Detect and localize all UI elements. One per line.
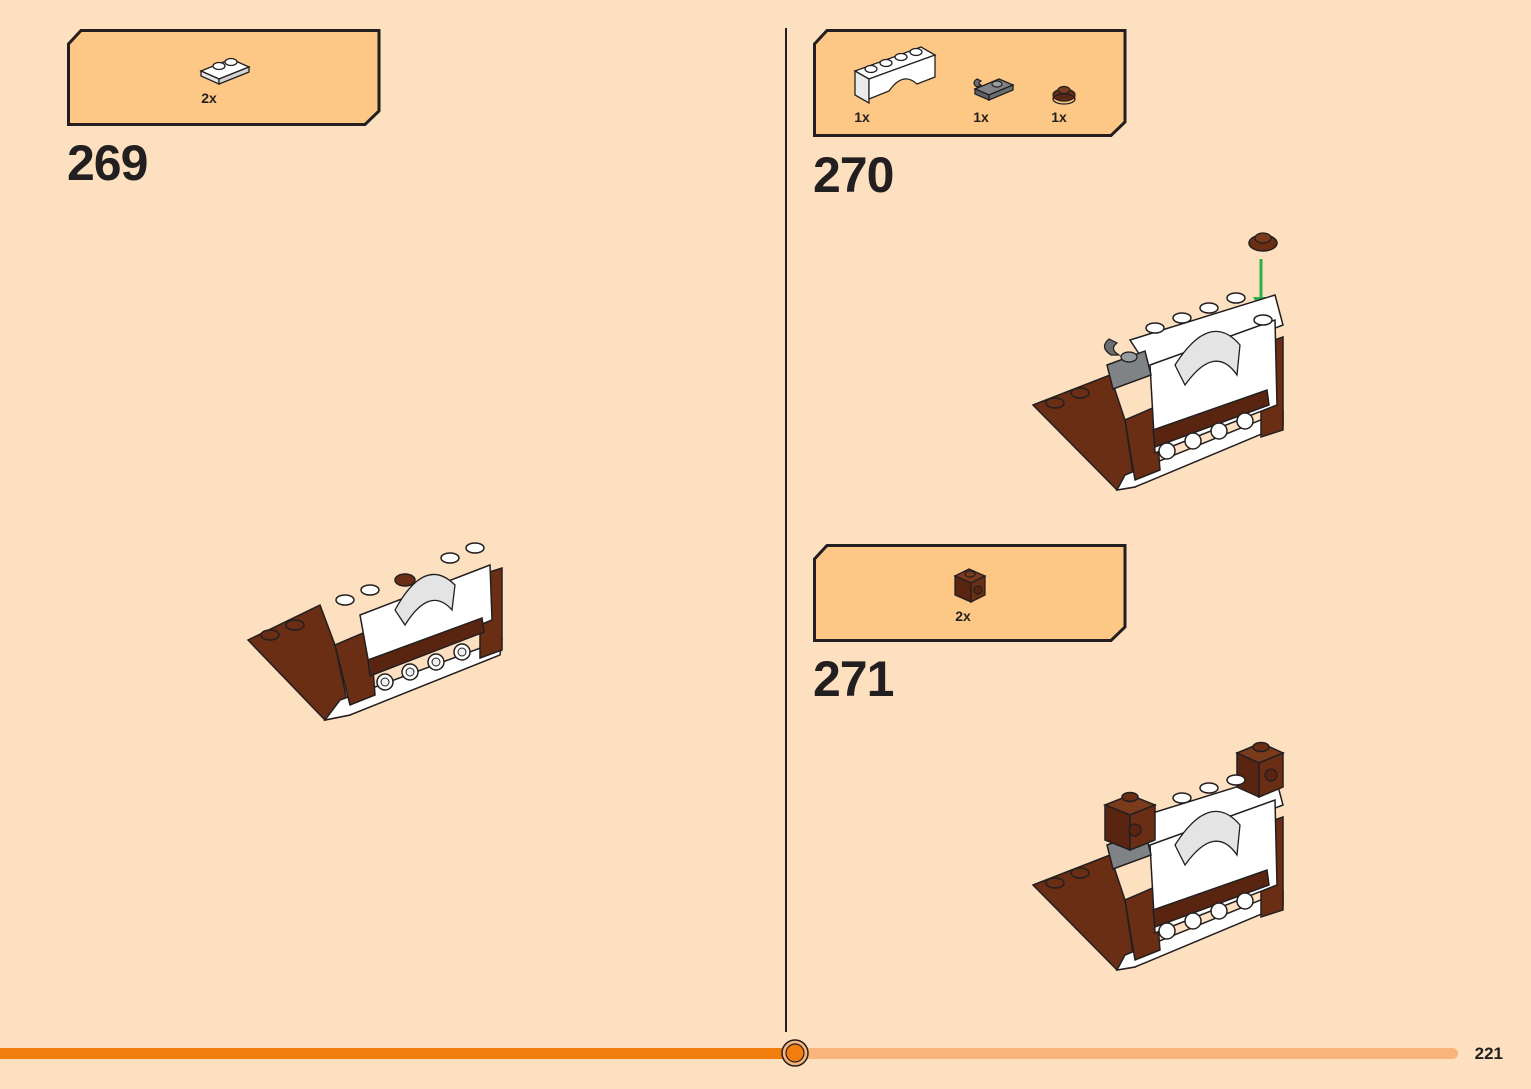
part-qty: 1x bbox=[854, 109, 870, 125]
parts-callout-271: 2x bbox=[813, 544, 1127, 642]
brown-round-plate-icon bbox=[1052, 85, 1076, 105]
build-illustration-269 bbox=[246, 542, 503, 722]
part-qty: 2x bbox=[955, 608, 971, 624]
part-qty: 2x bbox=[201, 90, 217, 106]
step-number: 270 bbox=[813, 147, 894, 203]
parts-callout-269: 2x bbox=[67, 29, 381, 126]
gray-clip-plate-icon bbox=[973, 78, 1015, 101]
callout-frame bbox=[813, 29, 1127, 137]
page-number: 221 bbox=[1474, 1044, 1503, 1063]
build-illustration-270 bbox=[1031, 232, 1284, 491]
progress-bar-filled bbox=[0, 1048, 796, 1059]
part-qty: 1x bbox=[973, 109, 989, 125]
build-illustration-271 bbox=[1031, 741, 1285, 971]
brown-brick-with-stud-icon bbox=[953, 568, 987, 604]
step-number: 269 bbox=[67, 135, 148, 191]
parts-callout-270: 1x 1x 1x bbox=[813, 29, 1127, 137]
part-qty: 1x bbox=[1051, 109, 1067, 125]
step-number: 271 bbox=[813, 651, 894, 707]
page-divider bbox=[785, 28, 787, 1032]
progress-bar-track bbox=[796, 1048, 1458, 1059]
white-plate-1x2-icon bbox=[199, 57, 251, 86]
progress-marker-icon bbox=[781, 1039, 809, 1067]
white-arch-1x4-icon bbox=[853, 46, 937, 105]
